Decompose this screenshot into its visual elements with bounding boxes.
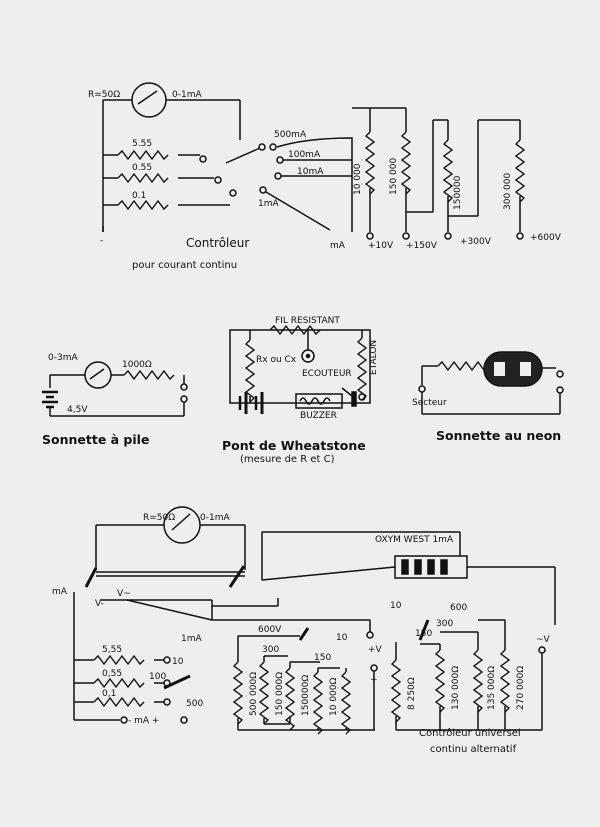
- neon-tester-title: Sonnette au neon: [436, 428, 561, 443]
- wheatstone-bridge-diagram: [229, 325, 371, 414]
- battery-tester-diagram: [42, 361, 188, 417]
- plus-terminal-label: +: [370, 675, 378, 685]
- battery-tester-title: Sonnette à pile: [42, 432, 149, 447]
- ac-volt-mode-label: V~: [117, 589, 131, 599]
- ac-range-label: 10: [390, 601, 402, 611]
- meter-resistance-label: R=50Ω: [88, 90, 120, 100]
- wheatstone-bridge-labels: FIL RESISTANT Rx ou Cx ETALON ECOUTEUR B…: [222, 316, 379, 465]
- range-label: 1mA: [181, 634, 202, 644]
- resistor-value-label: 1000Ω: [122, 360, 152, 370]
- neon-lamp-icon: [483, 351, 543, 387]
- standard-label: ETALON: [369, 340, 379, 375]
- universal-controller-diagram: [73, 506, 556, 735]
- ac-range-label: 600: [450, 603, 467, 613]
- rectifier-label: OXYM WEST 1mA: [375, 535, 454, 545]
- range-label: 1mA: [258, 199, 279, 209]
- resistor-value-label: 10 000Ω: [329, 678, 339, 716]
- buzzer-icon: [295, 393, 343, 409]
- resistor-value-label: 10 000: [353, 163, 363, 195]
- buzzer-label: BUZZER: [300, 411, 337, 421]
- dc-controller-diagram: [102, 82, 525, 240]
- ma-mode-label: mA: [52, 587, 68, 597]
- terminal-label: +10V: [368, 241, 394, 251]
- resistor-value-label: 135 000Ω: [487, 666, 497, 710]
- range-label: 500mA: [274, 130, 307, 140]
- resistor-value-label: 500 000Ω: [249, 672, 259, 716]
- range-label: 500: [186, 699, 203, 709]
- universal-controller-labels: R=50Ω 0-1mA OXYM WEST 1mA mA V- V~ 5,55 …: [52, 513, 551, 755]
- resistor-value-label: 150 000: [389, 158, 399, 195]
- neon-tester-labels: Secteur Sonnette au neon: [412, 398, 561, 443]
- wheatstone-subtitle: (mesure de R et C): [240, 454, 335, 465]
- shunt-label: 5.55: [132, 139, 152, 149]
- ac-range-label: 300: [436, 619, 453, 629]
- dc-range-label: 150: [314, 653, 331, 663]
- dc-volt-mode-label: V-: [95, 599, 104, 609]
- range-label: 100: [149, 672, 166, 682]
- range-label: 10mA: [297, 167, 324, 177]
- universal-controller-subtitle: continu alternatif: [430, 744, 517, 755]
- dc-range-label: 600V: [258, 625, 282, 635]
- shunt-label: 5,55: [102, 645, 122, 655]
- dc-range-label: 10: [336, 633, 348, 643]
- shunt-label: 0.55: [132, 163, 152, 173]
- universal-controller-title: Contrôleur universel: [419, 727, 521, 739]
- dc-controller-title: Contrôleur: [186, 236, 249, 250]
- resistor-value-label: 150 000Ω: [275, 672, 285, 716]
- dc-volt-terminal-label: +V: [368, 645, 383, 655]
- neon-tester-diagram: [418, 351, 564, 415]
- meter-icon: [131, 82, 167, 118]
- shunt-label: 0.1: [132, 191, 146, 201]
- meter-range-label: 0-1mA: [172, 90, 202, 100]
- terminal-label: +300V: [460, 237, 492, 247]
- dc-range-label: 300: [262, 645, 279, 655]
- meter-icon: [84, 361, 112, 389]
- range-label: 10: [172, 657, 184, 667]
- meter-resistance-label: R=50Ω: [143, 513, 175, 523]
- ma-terminal-label: - mA +: [128, 716, 159, 726]
- terminal-label: +150V: [406, 241, 438, 251]
- resistor-value-label: 150000: [453, 175, 463, 210]
- range-label: 100mA: [288, 150, 321, 160]
- shunt-label: 0,55: [102, 669, 122, 679]
- dc-controller-subtitle: pour courant continu: [132, 260, 237, 271]
- wheatstone-title: Pont de Wheatstone: [222, 438, 366, 453]
- terminal-label: mA: [330, 241, 346, 251]
- dc-controller-labels: R=50Ω 0-1mA 5.55 0.55 0.1 500mA 100mA 10…: [88, 90, 562, 271]
- resistive-wire-label: FIL RESISTANT: [275, 316, 340, 326]
- terminal-label: +600V: [530, 233, 562, 243]
- ac-volt-terminal-label: ~V: [536, 635, 551, 645]
- unknown-component-label: Rx ou Cx: [256, 355, 297, 365]
- shunt-label: 0,1: [102, 689, 116, 699]
- resistor-value-label: 8 250Ω: [407, 677, 417, 710]
- resistor-value-label: 130 000Ω: [451, 666, 461, 710]
- earphone-label: ECOUTEUR: [302, 369, 352, 379]
- resistor-value-label: 270 000Ω: [516, 666, 526, 710]
- battery-voltage-label: 4,5V: [67, 405, 88, 415]
- ac-range-label: 150: [415, 629, 432, 639]
- minus-terminal-label: -: [100, 236, 103, 246]
- resistor-value-label: 300 000: [503, 173, 513, 210]
- meter-range-label: 0-3mA: [48, 353, 78, 363]
- meter-range-label: 0-1mA: [200, 513, 230, 523]
- mains-label: Secteur: [412, 398, 447, 408]
- resistor-value-label: 150000Ω: [301, 675, 311, 716]
- battery-tester-labels: 0-3mA 1000Ω 4,5V Sonnette à pile: [42, 353, 152, 447]
